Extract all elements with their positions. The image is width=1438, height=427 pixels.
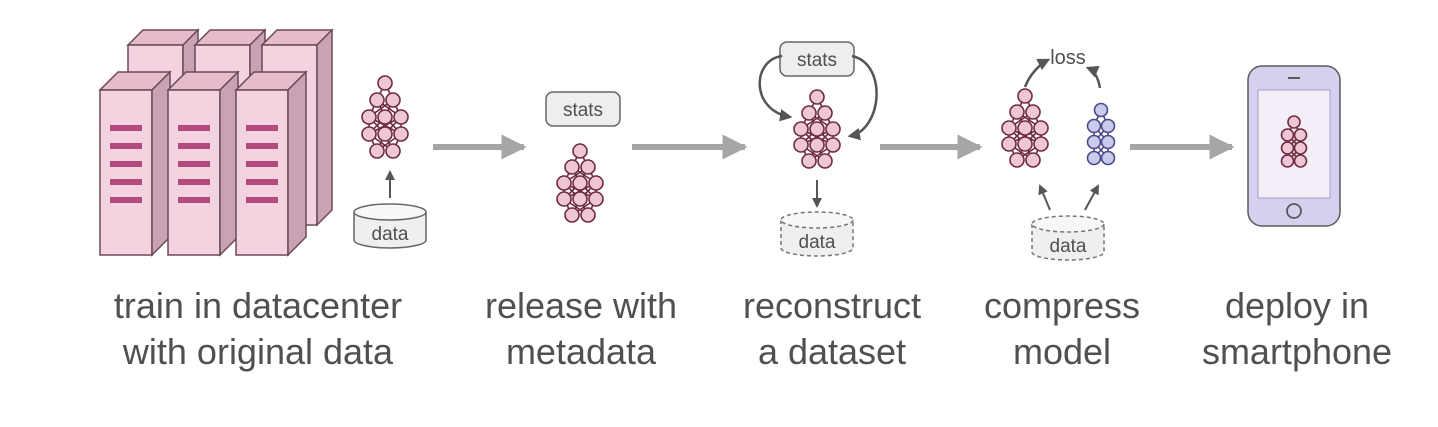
network-node	[817, 105, 833, 121]
feedback-arrow-right	[847, 54, 878, 141]
network-node	[361, 126, 377, 142]
network-node	[1086, 150, 1102, 166]
network-node	[1280, 141, 1295, 155]
network-node	[572, 175, 588, 191]
database-icon-dashed-2: data	[1031, 215, 1105, 261]
loss-arrow-left	[1023, 58, 1051, 88]
network-node	[1025, 152, 1041, 168]
server-front-3	[234, 70, 308, 257]
network-node	[1100, 150, 1116, 166]
network-node	[385, 143, 401, 159]
data-label-2: data	[799, 232, 836, 253]
network-node	[564, 159, 580, 175]
network-node	[1280, 128, 1295, 142]
network-node	[556, 191, 572, 207]
network-node	[817, 153, 833, 169]
server-front-2	[166, 70, 240, 257]
loss-label: loss	[1050, 47, 1086, 69]
network-node	[393, 126, 409, 142]
network-node	[825, 121, 841, 137]
network-node	[588, 175, 604, 191]
database-icon-dashed: data	[780, 211, 854, 257]
network-node	[588, 191, 604, 207]
smartphone-icon	[1247, 65, 1341, 227]
network-node	[1086, 118, 1102, 134]
network-node	[393, 109, 409, 125]
student-network-icon	[1086, 102, 1116, 166]
network-node	[580, 159, 596, 175]
network-node	[1001, 120, 1017, 136]
network-node	[572, 143, 588, 159]
server-front-1	[98, 70, 172, 257]
network-node	[1033, 136, 1049, 152]
network-node	[369, 92, 385, 108]
caption-deploy: deploy in smartphone	[1201, 285, 1393, 372]
svg-text:stats: stats	[563, 100, 603, 121]
network-node	[1025, 104, 1041, 120]
network-node	[793, 121, 809, 137]
teacher-network-icon	[1001, 88, 1049, 168]
network-node	[793, 137, 809, 153]
database-icon: data	[353, 203, 427, 249]
stats-box-2: stats	[779, 41, 855, 77]
loss-arrow-right	[1085, 65, 1102, 89]
network-node	[1287, 115, 1301, 129]
network-node	[1017, 136, 1033, 152]
network-node	[825, 137, 841, 153]
neural-network-icon	[1280, 115, 1308, 168]
feedback-arrow-left	[758, 54, 793, 122]
caption-release: release with metadata	[484, 285, 678, 372]
network-node	[1280, 154, 1295, 168]
caption-reconstruct: reconstruct a dataset	[742, 285, 922, 372]
data-to-student-arrow	[1084, 184, 1099, 211]
network-node	[809, 137, 825, 153]
network-node	[1100, 118, 1116, 134]
network-node	[377, 126, 393, 142]
network-node	[1009, 104, 1025, 120]
svg-text:stats: stats	[797, 50, 837, 71]
network-node	[369, 143, 385, 159]
network-node	[1100, 134, 1116, 150]
server-rack-icon	[98, 28, 334, 257]
network-node	[1093, 102, 1109, 118]
network-node	[1017, 120, 1033, 136]
caption-train: train in datacenter with original data	[113, 285, 403, 372]
network-node	[572, 191, 588, 207]
data-to-teacher-arrow	[1038, 184, 1051, 211]
neural-network-icon	[556, 143, 604, 223]
neural-network-icon	[361, 75, 409, 159]
network-node	[580, 207, 596, 223]
network-node	[1009, 152, 1025, 168]
network-node	[1293, 154, 1308, 168]
network-node	[564, 207, 580, 223]
data-label-3: data	[1050, 236, 1087, 257]
stats-box-1: stats	[545, 91, 621, 127]
data-label-1: data	[372, 224, 409, 245]
pipeline-diagram: data stats stats data loss data	[98, 28, 1341, 261]
network-node	[1033, 120, 1049, 136]
caption-compress: compress model	[983, 285, 1141, 372]
network-node	[377, 75, 393, 91]
network-node	[556, 175, 572, 191]
network-node	[1293, 141, 1308, 155]
network-node	[1001, 136, 1017, 152]
network-node	[377, 109, 393, 125]
network-node	[361, 109, 377, 125]
network-node	[809, 89, 825, 105]
network-node	[801, 153, 817, 169]
network-node	[1017, 88, 1033, 104]
network-node	[385, 92, 401, 108]
network-node	[801, 105, 817, 121]
network-node	[1086, 134, 1102, 150]
network-node	[809, 121, 825, 137]
neural-network-icon	[793, 89, 841, 169]
network-node	[1293, 128, 1308, 142]
